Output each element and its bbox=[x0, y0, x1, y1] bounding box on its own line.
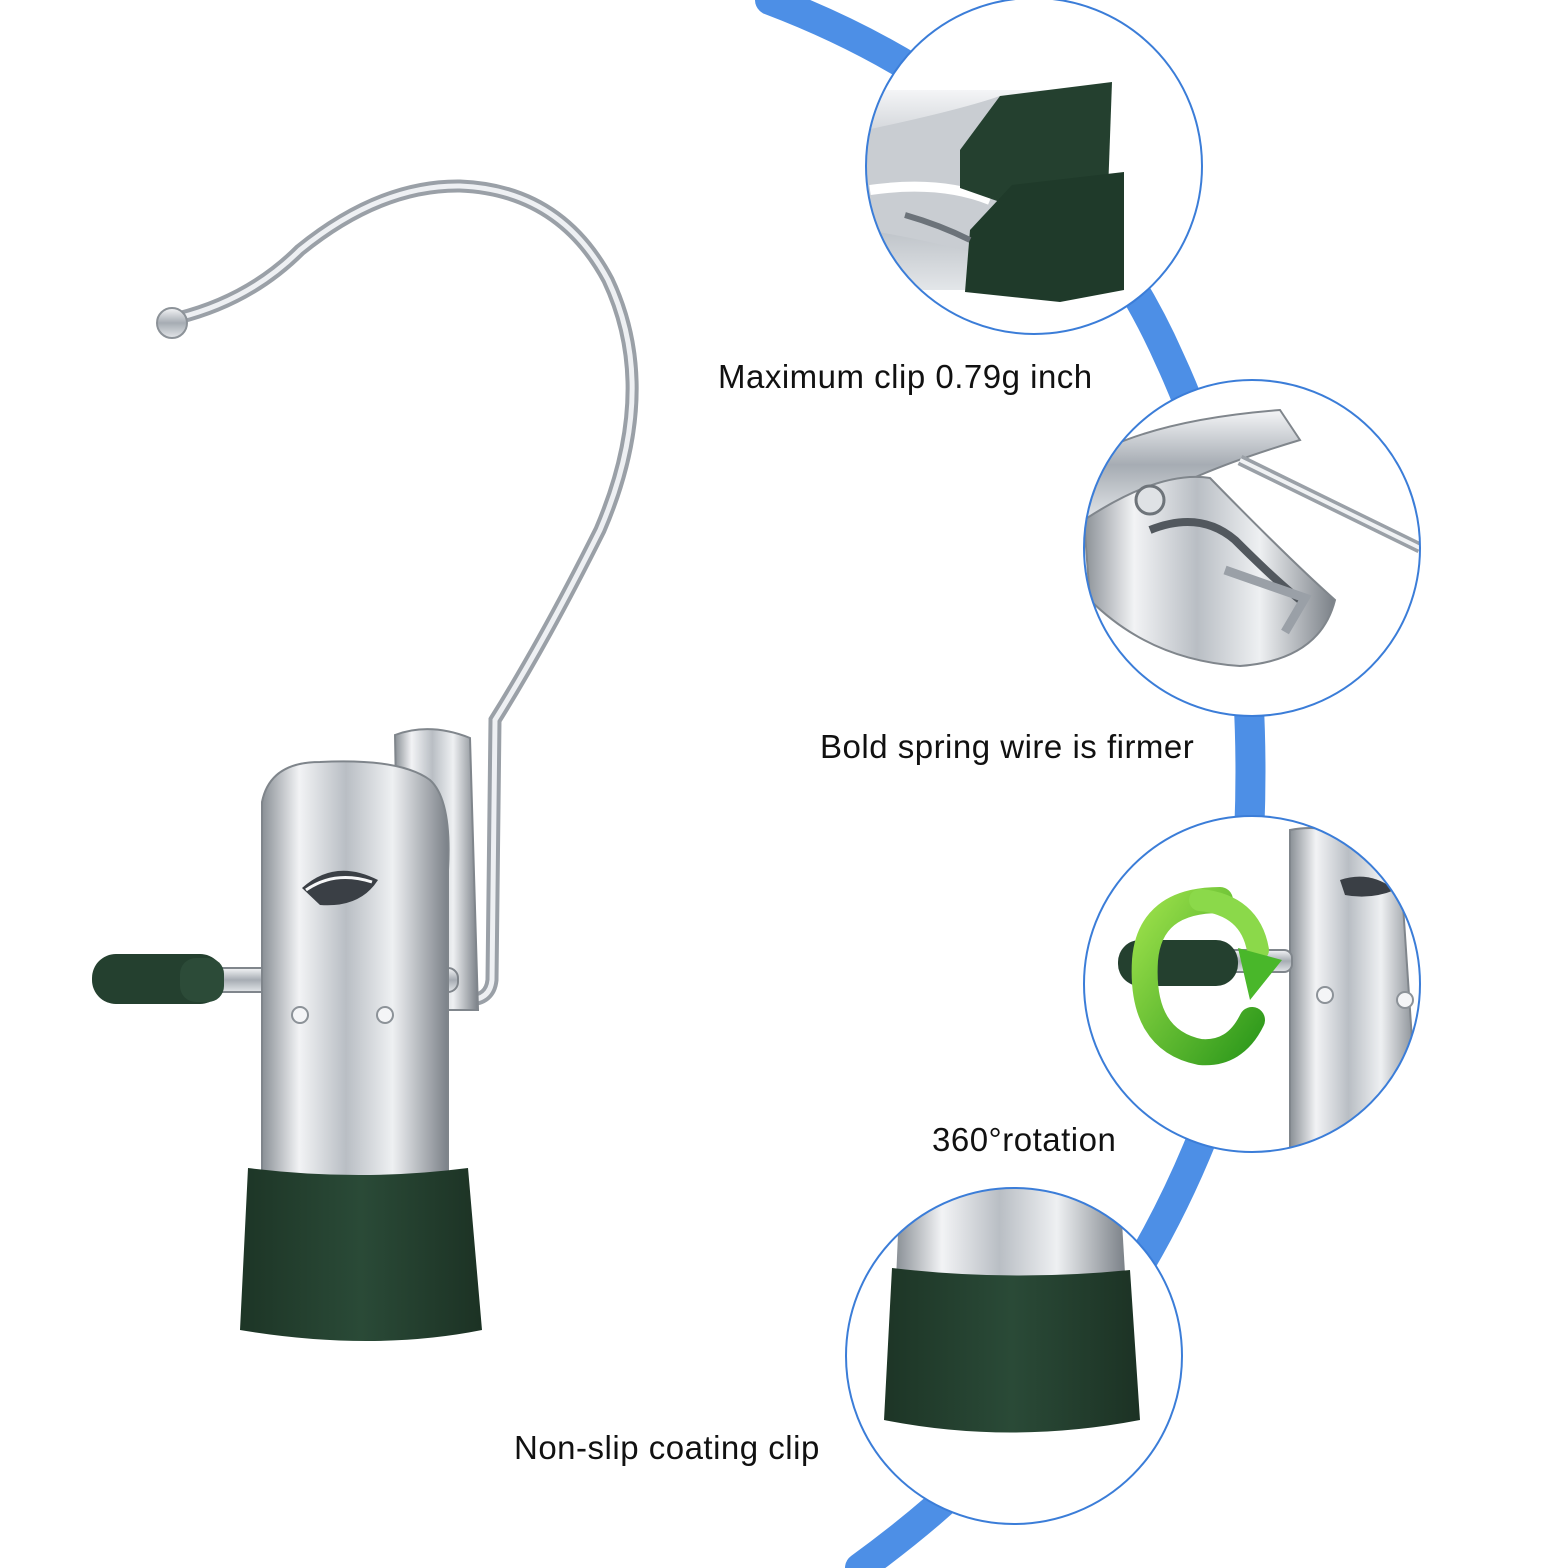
detail-circle-coating bbox=[845, 1187, 1183, 1525]
caption-coating: Non-slip coating clip bbox=[514, 1429, 820, 1466]
caption-rotation: 360°rotation bbox=[932, 1121, 1117, 1158]
green-coating bbox=[240, 1168, 482, 1341]
hook-ball-tip bbox=[156, 307, 188, 339]
rotation-arrow-icon bbox=[1131, 887, 1265, 1066]
main-hanger-clip bbox=[92, 179, 639, 1341]
detail-circle-clip-jaw bbox=[865, 0, 1203, 335]
caption-spring-wire: Bold spring wire is firmer bbox=[820, 728, 1195, 765]
caption-clip-size: Maximum clip 0.79g inch bbox=[718, 358, 1093, 395]
detail-circle-spring bbox=[1083, 379, 1421, 717]
clip-body bbox=[261, 760, 450, 1186]
detail-circle-rotation bbox=[1083, 815, 1421, 1153]
